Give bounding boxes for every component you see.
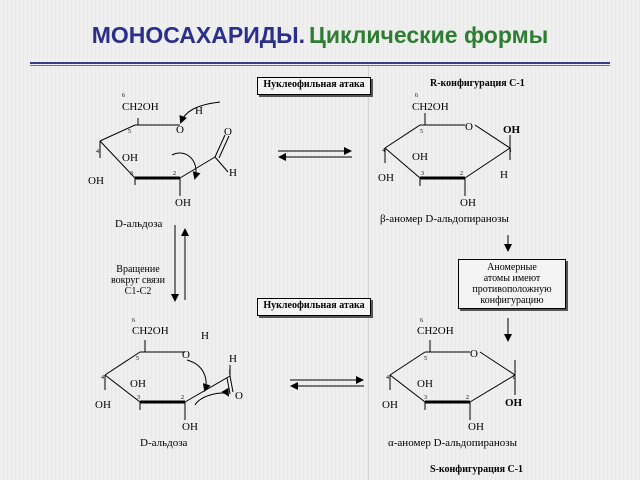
anomeric-note: Аномерные атомы имеют противоположную ко… bbox=[458, 259, 566, 309]
background-divider bbox=[368, 66, 369, 480]
d-aldose-label-top: D-альдоза bbox=[115, 218, 163, 230]
oh-label: OH bbox=[95, 399, 111, 411]
oh-label: OH bbox=[460, 197, 476, 209]
atom-num-4: 4 bbox=[101, 375, 104, 381]
h-label: H bbox=[195, 105, 203, 117]
aldose-top bbox=[99, 101, 230, 196]
equilibrium-arrows-bottom bbox=[290, 376, 364, 390]
aldose-top-text: 6 CH2OH H O O 5 4 OH 3 2 H OH OH bbox=[88, 93, 237, 209]
atom-num-5: 5 bbox=[424, 356, 427, 362]
title-sub: Циклические формы bbox=[309, 22, 549, 48]
atom-num-6: 6 bbox=[415, 93, 418, 99]
rotation-note: Вращение вокруг связи С1-С2 bbox=[102, 264, 174, 297]
atom-num-4: 4 bbox=[96, 149, 99, 155]
alpha-anomer-label: α-аномер D-альдопиранозы bbox=[388, 437, 518, 449]
atom-num-2: 2 bbox=[460, 171, 463, 177]
oh-label: OH bbox=[88, 175, 104, 187]
anomeric-note-line-1: Аномерные bbox=[487, 262, 537, 273]
anomeric-note-line-4: конфигурацию bbox=[480, 295, 544, 306]
title-rule-green bbox=[30, 65, 610, 66]
oh-label: OH bbox=[503, 124, 521, 136]
rotation-note-line-1: Вращение bbox=[116, 264, 160, 275]
atom-num-5: 5 bbox=[128, 129, 131, 135]
aldose-bottom-text: 6 CH2OH H O H 5 1 4 OH O 3 2 OH OH bbox=[95, 318, 243, 433]
anomeric-note-line-2: атомы имеют bbox=[483, 273, 541, 284]
oh-label: OH bbox=[468, 421, 484, 433]
o-label: O bbox=[182, 349, 190, 361]
beta-anomer-text: 6 CH2OH O OH 5 4 1 OH 3 2 H OH OH bbox=[378, 93, 521, 209]
oh-label: OH bbox=[505, 397, 523, 409]
r-configuration-label: R-конфигурация С-1 bbox=[430, 78, 525, 89]
beta-anomer-ring bbox=[384, 113, 511, 196]
atom-num-2: 2 bbox=[181, 395, 184, 401]
o-carbonyl-label: O bbox=[235, 390, 243, 402]
atom-num-2: 2 bbox=[466, 395, 469, 401]
anomeric-note-line-3: противоположную bbox=[472, 284, 552, 295]
title-main: МОНОСАХАРИДЫ. bbox=[91, 22, 306, 48]
h-label: H bbox=[500, 169, 508, 181]
o-carbonyl-label: O bbox=[224, 126, 232, 138]
rotation-note-line-2: вокруг связи bbox=[111, 275, 165, 286]
atom-num-3: 3 bbox=[424, 395, 427, 401]
ch2oh-label: CH2OH bbox=[122, 101, 159, 113]
atom-num-1: 1 bbox=[228, 370, 231, 376]
o-ring-label: O bbox=[470, 348, 478, 360]
d-aldose-label-bottom: D-альдоза bbox=[140, 437, 188, 449]
oh-label: OH bbox=[175, 197, 191, 209]
nucleophilic-attack-box-top: Нуклеофильная атака bbox=[257, 77, 371, 95]
ch2oh-label: CH2OH bbox=[132, 325, 169, 337]
o-ring-label: O bbox=[465, 121, 473, 133]
atom-num-6: 6 bbox=[122, 93, 125, 99]
oh-label: OH bbox=[382, 399, 398, 411]
alpha-anomer-text: 6 CH2OH O 5 4 1 OH 3 2 OH OH OH bbox=[382, 318, 523, 433]
oh-label: OH bbox=[130, 378, 146, 390]
equilibrium-arrows-top bbox=[278, 147, 352, 161]
atom-num-1: 1 bbox=[512, 375, 515, 381]
ch2oh-label: CH2OH bbox=[412, 101, 449, 113]
atom-num-4: 4 bbox=[382, 148, 385, 154]
atom-num-4: 4 bbox=[386, 375, 389, 381]
oh-label: OH bbox=[417, 378, 433, 390]
h-label: H bbox=[201, 330, 209, 342]
oh-label: OH bbox=[182, 421, 198, 433]
oh-label: OH bbox=[122, 152, 138, 164]
atom-num-3: 3 bbox=[421, 171, 424, 177]
atom-num-3: 3 bbox=[130, 171, 133, 177]
h-label: H bbox=[229, 167, 237, 179]
atom-num-5: 5 bbox=[136, 356, 139, 362]
s-configuration-label: S-конфигурация С-1 bbox=[430, 464, 524, 475]
atom-num-3: 3 bbox=[137, 395, 140, 401]
atom-num-1: 1 bbox=[509, 148, 512, 154]
aldose-bottom bbox=[104, 340, 234, 420]
oh-label: OH bbox=[412, 151, 428, 163]
o-label: O bbox=[176, 124, 184, 136]
rotation-arrows bbox=[171, 225, 189, 302]
beta-anomer-label: β-аномер D-альдопиранозы bbox=[380, 213, 509, 225]
h-label: H bbox=[229, 353, 237, 365]
rotation-note-line-3: С1-С2 bbox=[124, 286, 152, 297]
title-rule-blue bbox=[30, 62, 610, 64]
atom-num-2: 2 bbox=[173, 171, 176, 177]
oh-label: OH bbox=[378, 172, 394, 184]
alpha-anomer-ring bbox=[389, 340, 516, 420]
slide-title: МОНОСАХАРИДЫ. Циклические формы bbox=[0, 22, 640, 49]
atom-num-6: 6 bbox=[132, 318, 135, 324]
nucleophilic-attack-box-bottom: Нуклеофильная атака bbox=[257, 298, 371, 316]
ch2oh-label: CH2OH bbox=[417, 325, 454, 337]
atom-num-6: 6 bbox=[420, 318, 423, 324]
atom-num-5: 5 bbox=[420, 129, 423, 135]
